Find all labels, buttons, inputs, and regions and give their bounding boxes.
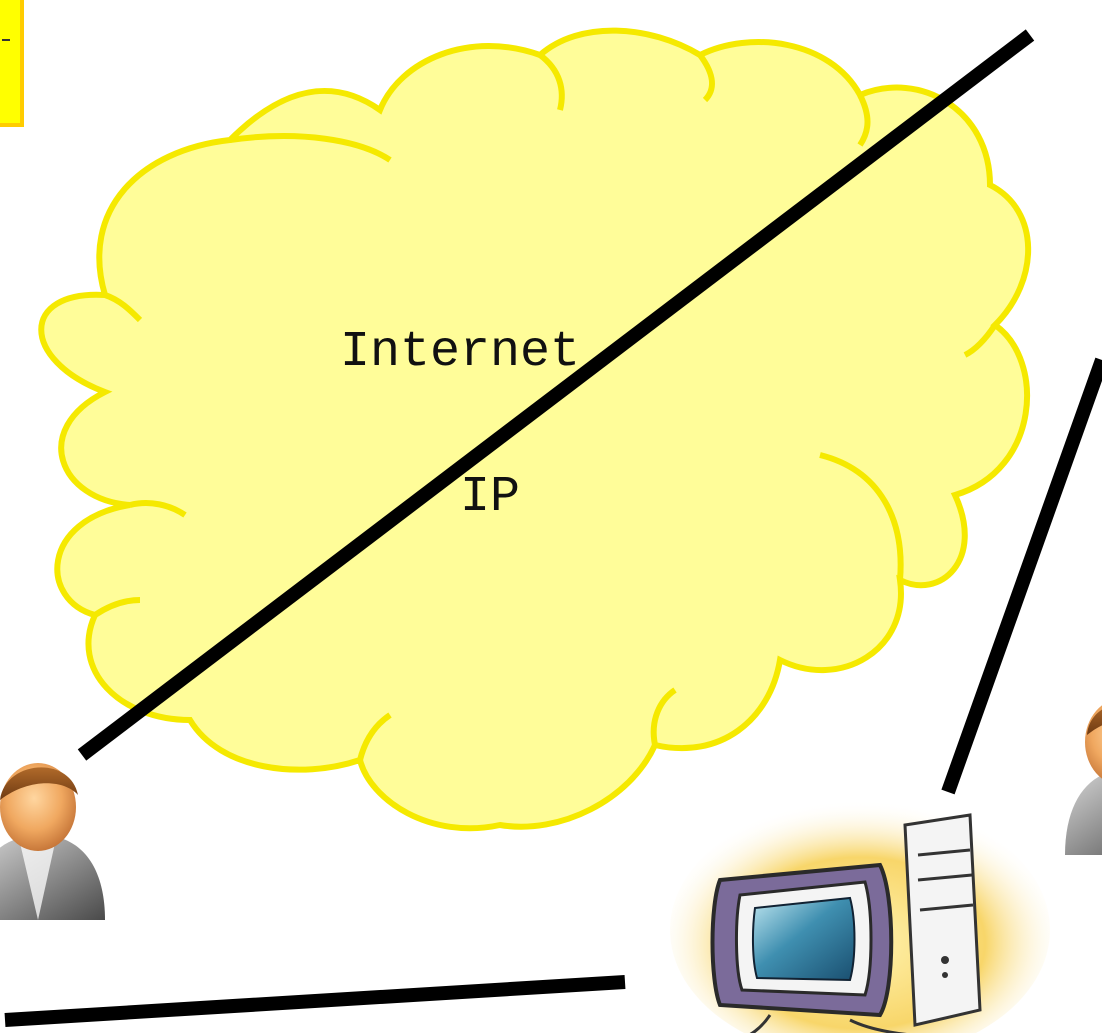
- cloud-label: Internet: [340, 324, 580, 381]
- connection-lines: [4, 29, 1102, 1027]
- cloud-arc: [229, 133, 392, 163]
- cloud-arc: [857, 93, 871, 147]
- link-left-user-to-cloud: [77, 29, 1035, 761]
- cloud-arc: [650, 687, 677, 746]
- link-computer-to-right-user: [941, 357, 1102, 795]
- cloud-arc: [357, 712, 392, 761]
- cloud-arc: [129, 500, 187, 518]
- cloud-arc: [93, 597, 141, 618]
- cloud-arc: [103, 292, 143, 323]
- right-user-icon: [1065, 705, 1102, 855]
- cloud-arc: [697, 53, 715, 103]
- desktop-computer-icon: [670, 800, 1050, 1033]
- cloud-arc: [963, 323, 998, 358]
- link-bottom-to-computer: [4, 975, 626, 1027]
- cloud-arc: [538, 52, 565, 111]
- corner-tag: [0, 0, 24, 127]
- cloud-sublabel: IP: [460, 469, 520, 526]
- cloud-arc: [819, 452, 904, 581]
- left-user-icon: [0, 763, 105, 920]
